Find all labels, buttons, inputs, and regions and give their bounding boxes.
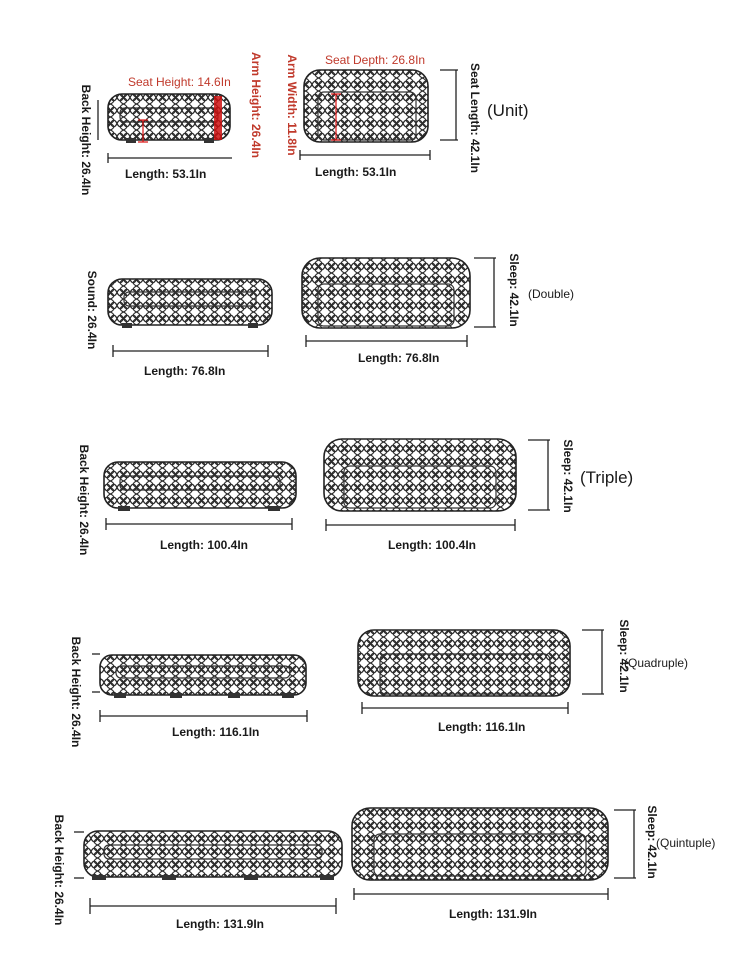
double-top-length-label: Length: 76.8In (358, 351, 439, 365)
quadruple-tag-label: (Quadruple) (624, 656, 688, 670)
unit-seat-depth-label: Seat Depth: 26.8In (325, 53, 425, 67)
quadruple-top-length-label: Length: 116.1In (438, 720, 525, 734)
unit-front-length-label: Length: 53.1In (125, 167, 206, 181)
quintuple-back-height-label: Back Height: 26.4In (52, 815, 66, 926)
double-sleep-label: Sleep: 42.1In (507, 253, 521, 326)
unit-row: Back Height: 26.4In Seat Height: 14.6In … (79, 52, 529, 195)
quadruple-back-height-label: Back Height: 26.4In (69, 637, 83, 748)
triple-sleep-label: Sleep: 42.1In (561, 439, 575, 512)
unit-arm-height-label: Arm Height: 26.4In (249, 52, 263, 158)
unit-seat-height-label: Seat Height: 14.6In (128, 75, 231, 89)
quintuple-top-length-label: Length: 131.9In (449, 907, 537, 921)
quintuple-front-sofa (83, 830, 343, 880)
triple-front-sofa (103, 461, 297, 511)
triple-row: Back Height: 26.4In Sleep: 42.1In (Tripl… (77, 438, 633, 556)
quadruple-top-sofa (357, 629, 571, 697)
quadruple-front-length-label: Length: 116.1In (172, 725, 259, 739)
quintuple-top-sofa (351, 807, 609, 881)
unit-back-height-label: Back Height: 26.4In (79, 85, 93, 196)
double-back-height-label: Sound: 26.4In (85, 271, 99, 350)
double-front-sofa (107, 278, 273, 328)
unit-seat-length-label: Seat Length: 42.1In (468, 63, 482, 173)
quadruple-sleep-label: Sleep: 42.1In (617, 619, 631, 692)
unit-tag-label: (Unit) (487, 101, 529, 120)
triple-front-length-label: Length: 100.4In (160, 538, 248, 552)
double-front-length-label: Length: 76.8In (144, 364, 225, 378)
triple-top-sofa (323, 438, 517, 512)
quadruple-row: Back Height: 26.4In Sleep: 42.1In (Quadr… (69, 619, 688, 747)
unit-top-sofa (303, 69, 429, 143)
quintuple-front-length-label: Length: 131.9In (176, 917, 264, 931)
triple-back-height-label: Back Height: 26.4In (77, 445, 91, 556)
unit-front-sofa (107, 93, 231, 143)
unit-arm-width-label: Arm Width: 11.8In (285, 54, 299, 155)
double-row: Sound: 26.4In Sleep: 42.1In (Double) Len… (85, 253, 574, 378)
quintuple-tag-label: (Quintuple) (656, 836, 715, 850)
double-tag-label: (Double) (528, 287, 574, 301)
double-top-sofa (301, 257, 471, 329)
quintuple-sleep-label: Sleep: 42.1In (645, 805, 659, 878)
triple-top-length-label: Length: 100.4In (388, 538, 476, 552)
quadruple-front-sofa (99, 654, 307, 698)
unit-top-length-label: Length: 53.1In (315, 165, 396, 179)
triple-tag-label: (Triple) (580, 468, 633, 487)
quintuple-row: Back Height: 26.4In Sleep: 42.1In (Quint… (52, 805, 715, 931)
